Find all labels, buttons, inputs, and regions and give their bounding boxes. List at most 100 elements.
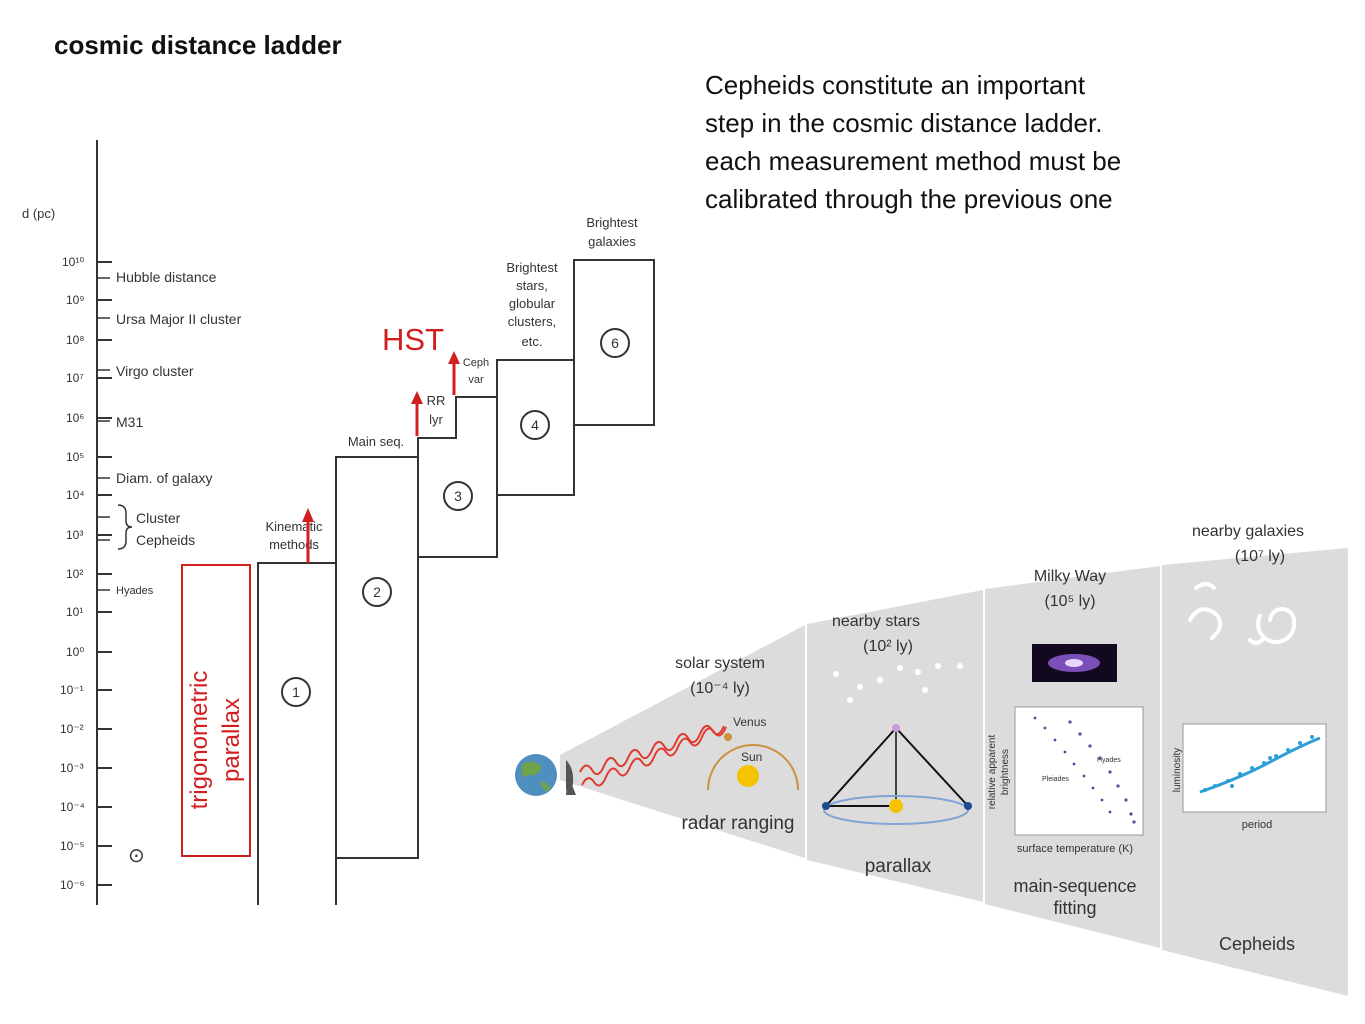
marker-label: Virgo cluster (116, 363, 194, 379)
step-label: galaxies (588, 234, 636, 249)
step-6-box (573, 259, 655, 426)
panel-method-cepheids: Cepheids (1219, 934, 1295, 954)
trig-parallax-label: trigonometric parallax (184, 671, 248, 810)
parallax-line (895, 727, 969, 807)
earth-position (964, 802, 972, 810)
cepheid-plot-points (1203, 735, 1314, 792)
tick-label: 10⁴ (66, 488, 85, 502)
marker-label: Diam. of galaxy (116, 470, 212, 486)
panel-method-radar: radar ranging (681, 813, 794, 834)
tick-label: 10⁻⁴ (60, 800, 85, 814)
step-6-number-circle (600, 328, 630, 358)
tick-label: 10⁷ (66, 371, 84, 385)
description-text: Cepheids constitute an important step in… (705, 66, 1285, 218)
step-label: methods (269, 537, 319, 552)
panel-scale-milky-way: (10⁵ ly) (1044, 593, 1095, 610)
trig-parallax-line: parallax (218, 697, 245, 783)
step-numbers: 1 2 3 4 6 (292, 335, 619, 700)
galaxy-core (1065, 659, 1083, 667)
step-label: stars, (516, 278, 548, 293)
tick-label: 10² (66, 567, 83, 581)
hr-plot-ylabel: relative apparent (987, 735, 998, 810)
hr-plot-points (1033, 716, 1136, 824)
tick-label: 10⁻³ (60, 761, 84, 775)
tick-label: 10³ (66, 528, 83, 542)
step-2-number-circle (362, 577, 392, 607)
description-line: step in the cosmic distance ladder. (705, 108, 1103, 138)
step-label: Brightest (586, 215, 638, 230)
venus-label: Venus (733, 715, 766, 729)
earth-position (822, 802, 830, 810)
radar-dish-icon (566, 760, 576, 795)
step-4-number-circle (520, 410, 550, 440)
hyades-label: Hyades (1097, 757, 1121, 764)
step-label: Ceph (463, 357, 489, 369)
panel-title-nearby-galaxies: nearby galaxies (1192, 523, 1304, 540)
spiral-galaxy-icons (1188, 582, 1297, 645)
description-line: each measurement method must be (705, 146, 1122, 176)
venus-orbit (707, 744, 799, 791)
marker-labels: Hubble distance Ursa Major II cluster Vi… (116, 269, 242, 597)
panel-title-solar-system: solar system (675, 655, 765, 672)
earth-icon (515, 754, 557, 796)
panel-method-msfitting: fitting (1053, 898, 1096, 918)
panel-title-milky-way: Milky Way (1034, 568, 1106, 585)
marker-label: Ursa Major II cluster (116, 311, 242, 327)
step-number: 3 (454, 488, 462, 504)
sun-label: Sun (741, 750, 762, 764)
page-title: cosmic distance ladder (54, 30, 342, 60)
cone-panel-solar-system (560, 625, 805, 858)
cepheid-plot-ylabel: luminosity (1172, 748, 1183, 792)
step-3-box (417, 396, 498, 558)
arrow-up-icon (302, 508, 314, 563)
step-number: 1 (292, 684, 300, 700)
cone-illustration: Venus Sun solar system (10⁻⁴ ly) radar r… (515, 523, 1348, 996)
marker-label: Hubble distance (116, 269, 217, 285)
ladder-text: d (pc) 10¹⁰ 10⁹ 10⁸ 10⁷ 10⁶ 10⁵ 10⁴ 10³ … (22, 206, 638, 892)
axis-label: d (pc) (22, 206, 55, 221)
trig-parallax-line: trigonometric (186, 670, 213, 810)
marker-label: Cepheids (136, 532, 195, 548)
marker-label: Cluster (136, 510, 181, 526)
step-1-box (257, 562, 337, 905)
description-line: calibrated through the previous one (705, 184, 1113, 214)
tick-labels: 10¹⁰ 10⁹ 10⁸ 10⁷ 10⁶ 10⁵ 10⁴ 10³ 10² 10¹… (60, 255, 85, 892)
arrow-up-icon (411, 391, 423, 436)
description-line: Cepheids constitute an important (705, 70, 1086, 100)
cepheid-plot-xlabel: period (1242, 819, 1273, 831)
marker-label: M31 (116, 414, 143, 430)
step-label: Brightest (506, 260, 558, 275)
parallax-line (825, 727, 897, 807)
star-dots (833, 663, 963, 703)
step-2-box (335, 456, 419, 905)
step-number: 2 (373, 584, 381, 600)
step-1-number-circle (281, 677, 311, 707)
tick-label: 10⁶ (66, 411, 84, 425)
venus-icon (724, 733, 732, 741)
sun-symbol-icon: ⊙ (128, 845, 145, 867)
marker-label: Hyades (116, 585, 154, 597)
step-label: Kinematic (265, 519, 323, 534)
step-number: 4 (531, 417, 539, 433)
radar-wave (579, 724, 725, 776)
step-label: lyr (429, 412, 443, 427)
tick-label: 10⁻² (60, 722, 84, 736)
tick-label: 10⁻¹ (60, 683, 84, 697)
hr-plot-xlabel: surface temperature (K) (1017, 843, 1133, 855)
tick-label: 10⁹ (66, 293, 85, 307)
calibration-arrows (302, 351, 460, 563)
panel-title-nearby-stars: nearby stars (832, 613, 920, 630)
step-label: Main seq. (348, 434, 404, 449)
panel-scale-nearby-galaxies: (10⁷ ly) (1235, 548, 1285, 565)
hr-plot-ylabel: brightness (1000, 749, 1011, 795)
distance-ladder (96, 140, 655, 905)
panel-method-msfitting: main-sequence (1013, 876, 1136, 896)
sun-icon (737, 765, 759, 787)
earth-land (521, 761, 550, 791)
hr-plot (1014, 706, 1144, 836)
trig-parallax-box (181, 564, 251, 857)
tick-label: 10⁻⁶ (60, 878, 85, 892)
axis-ticks (97, 261, 112, 886)
